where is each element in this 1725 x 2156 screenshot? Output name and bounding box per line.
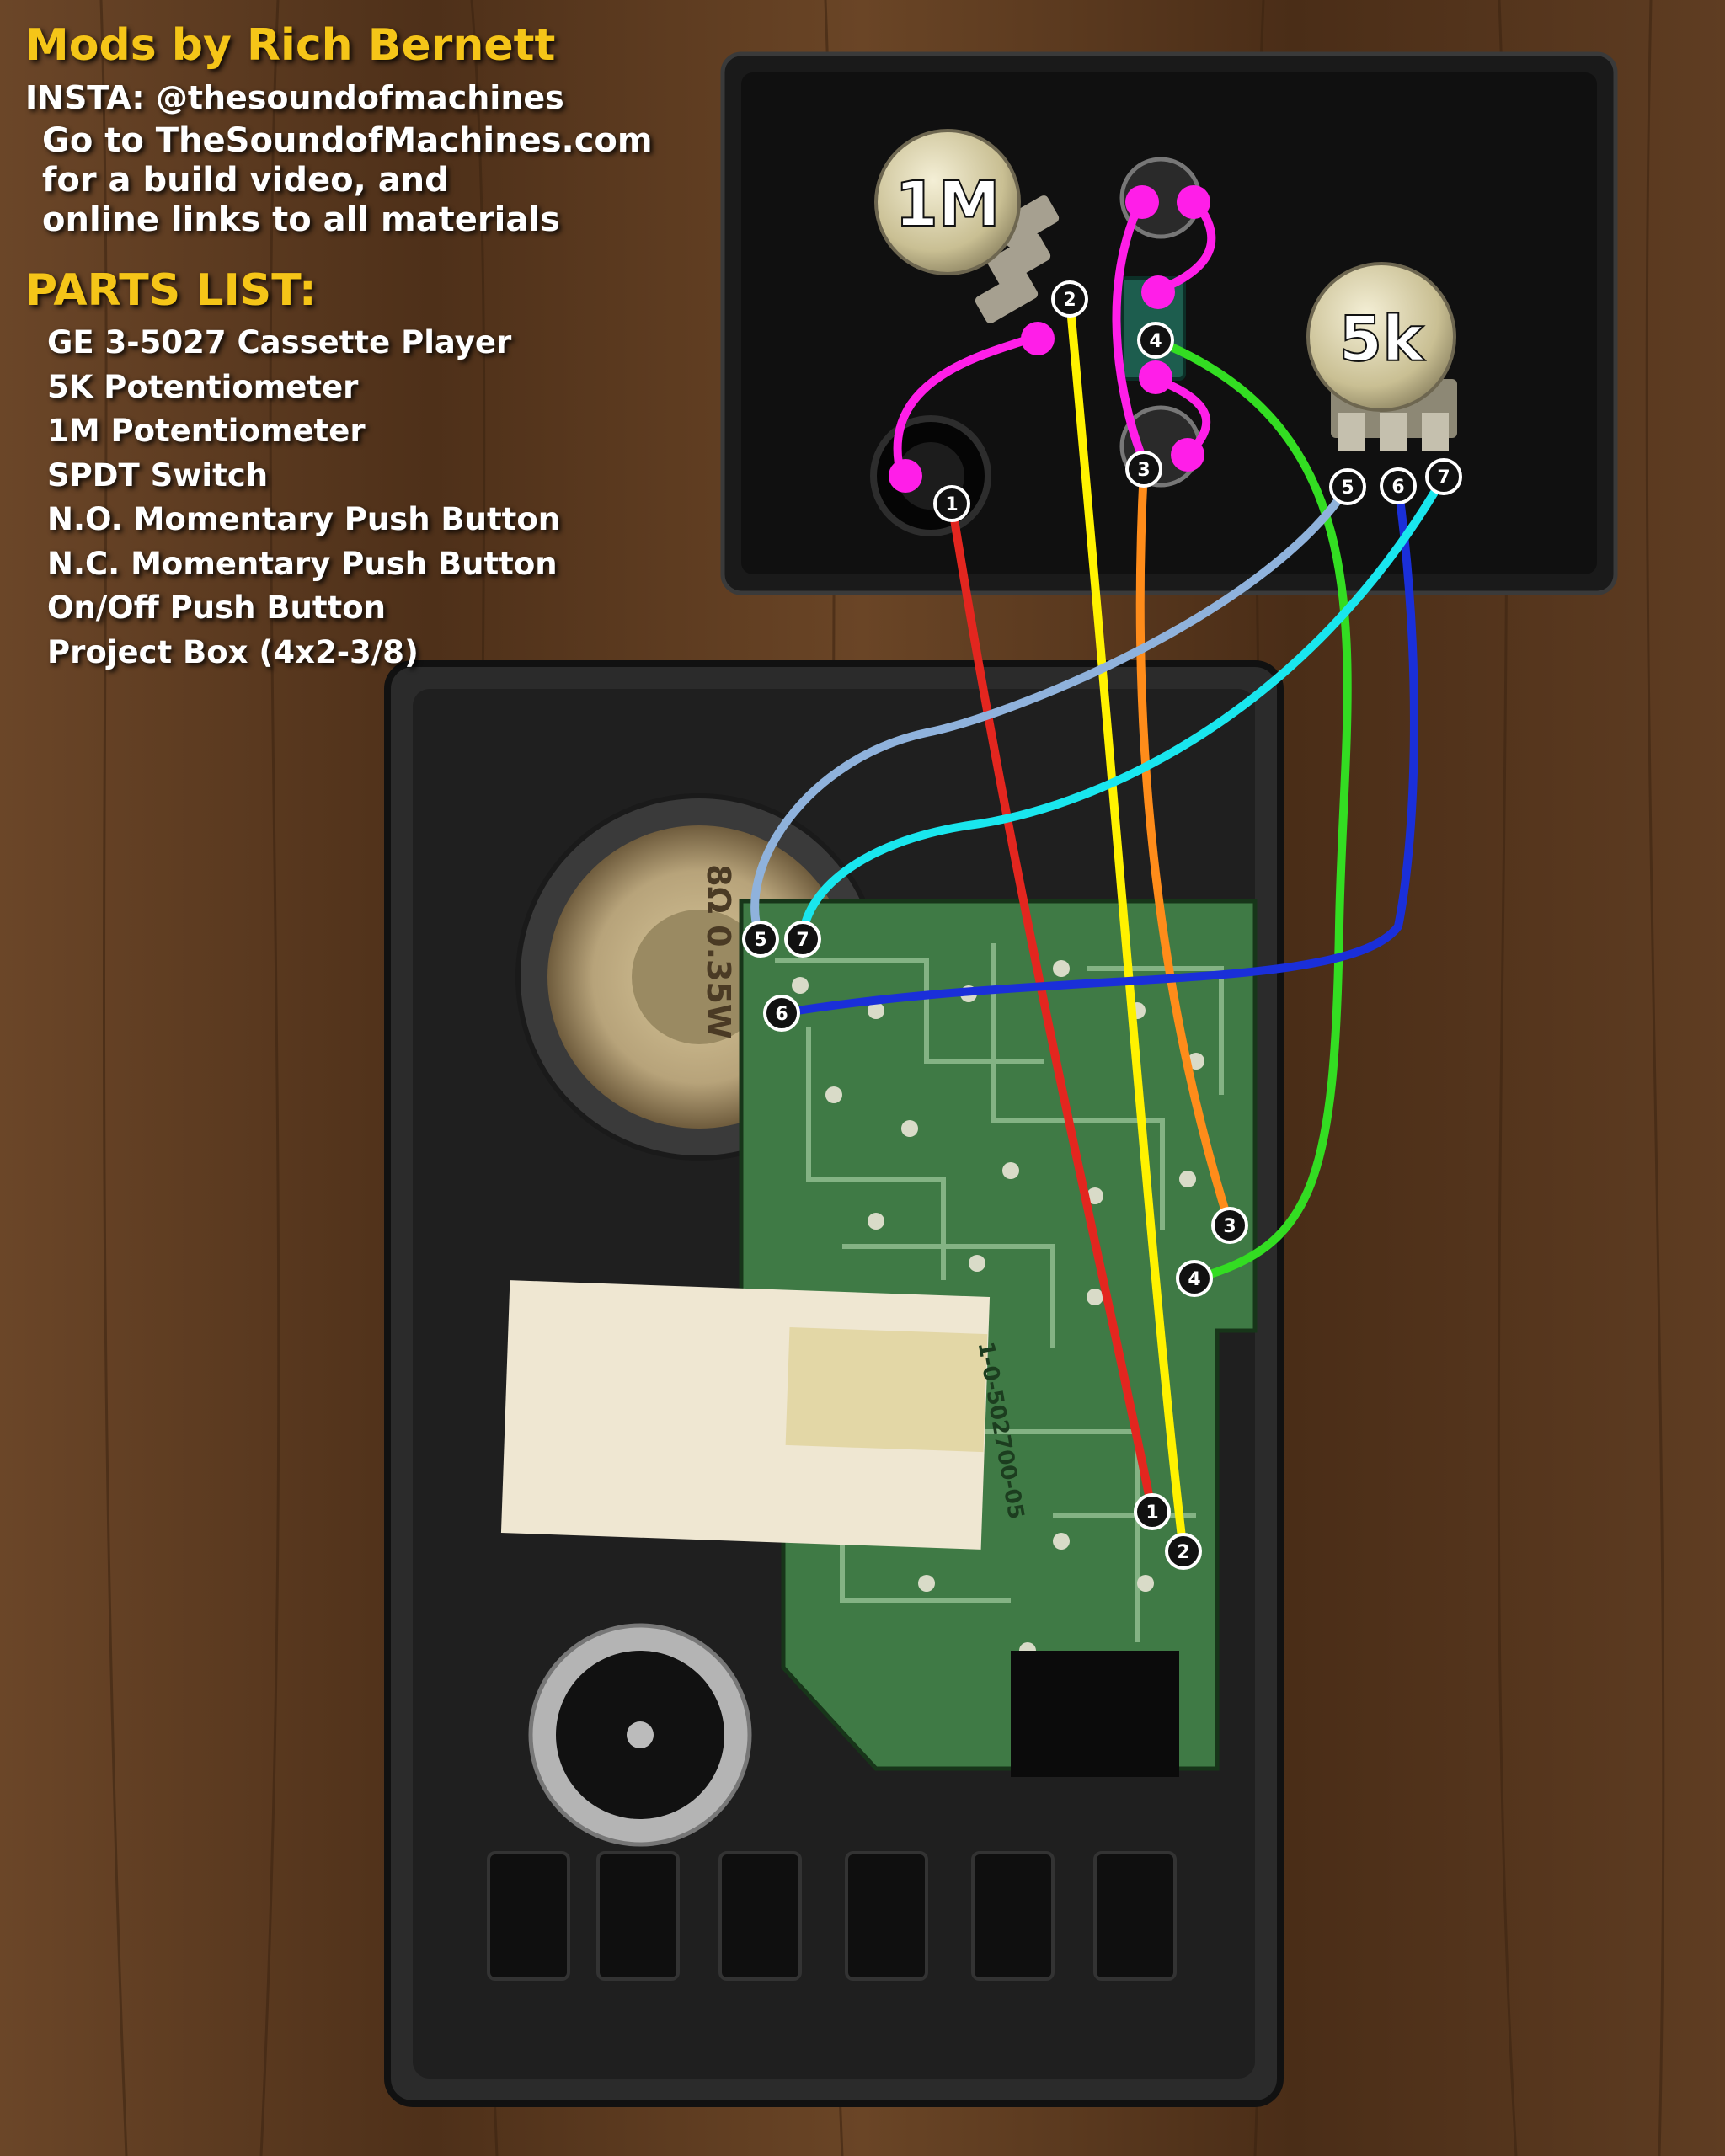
parts-list-item: 5K Potentiometer [47,368,359,405]
pin-circle [933,485,970,522]
jumper-wires [889,185,1216,493]
solder-dot [1021,322,1055,355]
player-pin-2: 2 [1165,1533,1202,1570]
pin-circle [784,921,821,958]
pin-number: 6 [775,1004,788,1025]
player-pin-1: 1 [1134,1493,1171,1530]
deck-buttons [487,1851,1177,1981]
wires [750,295,1448,1556]
pin-number: 1 [1146,1502,1158,1524]
solder-dot [1125,185,1159,219]
parts-list-title: PARTS LIST: [25,265,317,316]
pin-circle [1380,467,1417,504]
parts-list-item: On/Off Push Button [47,590,386,626]
solder-dot [889,459,922,493]
solder-dot [1141,275,1175,309]
solder-dot [1171,438,1204,472]
box-pin-4: 4 [1137,322,1174,359]
wire-1 [948,499,1156,1516]
pin-number: 5 [754,930,766,951]
pin-circle [763,995,800,1032]
box-pin-3: 3 [1125,451,1162,488]
pin-circle [1137,322,1174,359]
parts-list-item: SPDT Switch [47,456,269,494]
jumper-wire [1112,196,1146,459]
pin-circle [1329,468,1366,505]
jumper-wire [893,333,1040,480]
box-pin-2: 2 [1051,280,1088,318]
pot-5k-label: 5k [1339,303,1425,376]
paper-label [500,1280,991,1550]
wire-3 [1135,465,1234,1230]
pin-number: 7 [1437,467,1450,488]
player-pin-6: 6 [763,995,800,1032]
visit-line: online links to all materials [42,200,560,239]
parts-list-item: N.O. Momentary Push Button [47,501,561,537]
wire-4 [1151,336,1352,1283]
visit-line: Go to TheSoundofMachines.com [42,121,653,160]
box-pin-6: 6 [1380,467,1417,504]
pin-number: 4 [1188,1269,1200,1290]
parts-list-item: Project Box (4x2-3/8) [47,633,419,670]
pin-number: 3 [1223,1216,1236,1237]
parts-list: GE 3-5027 Cassette Player 5K Potentiomet… [25,321,653,675]
visit-line: for a build video, and [42,161,449,200]
electrical-tape [1011,1651,1179,1777]
parts-list-item: N.C. Momentary Push Button [47,545,558,582]
pot-1m-label: 1M [895,168,1000,241]
pin-circle [1134,1493,1171,1530]
pin-number: 1 [945,494,958,515]
project-box [720,51,1618,595]
wire-5 [750,483,1352,943]
player-pin-7: 7 [784,921,821,958]
solder-dot [1139,360,1172,394]
wire-7 [798,472,1448,943]
pin-circle [1051,280,1088,318]
parts-list-item: GE 3-5027 Cassette Player [47,324,512,360]
pin-number: 2 [1177,1542,1189,1563]
pin-number: 2 [1063,290,1076,311]
pin-circle [1211,1207,1248,1244]
box-pin-1: 1 [933,485,970,522]
insta-handle: INSTA: @thesoundofmachines [25,79,564,116]
pin-circle [1165,1533,1202,1570]
wire-6 [777,482,1418,1017]
player-pin-5: 5 [742,921,779,958]
wire-2 [1065,295,1188,1556]
pin-circle [1125,451,1162,488]
speaker-marking: 8Ω 0.35W [700,864,737,1039]
pin-circle [1176,1260,1213,1297]
pot-1m [874,129,1060,323]
parts-list-item: 1M Potentiometer [47,413,366,449]
pin-number: 4 [1149,331,1162,352]
pin-number: 3 [1137,460,1150,481]
pin-circle [742,921,779,958]
visit-text: Go to TheSoundofMachines.com for a build… [42,121,653,240]
caption: Mods by Rich Bernett INSTA: @thesoundofm… [25,19,653,675]
box-pin-5: 5 [1329,468,1366,505]
player-pin-4: 4 [1176,1260,1213,1297]
cassette-player [384,660,1284,2107]
pin-number: 5 [1341,478,1354,499]
pin-number: 6 [1391,477,1404,498]
cassette-reel [528,1623,752,1847]
pot-5k [1306,262,1457,451]
pin-number: 7 [796,930,809,951]
box-pin-7: 7 [1425,458,1462,495]
pin-circle [1425,458,1462,495]
solder-dot [1177,185,1210,219]
player-pin-3: 3 [1211,1207,1248,1244]
page-title: Mods by Rich Bernett [25,20,556,71]
